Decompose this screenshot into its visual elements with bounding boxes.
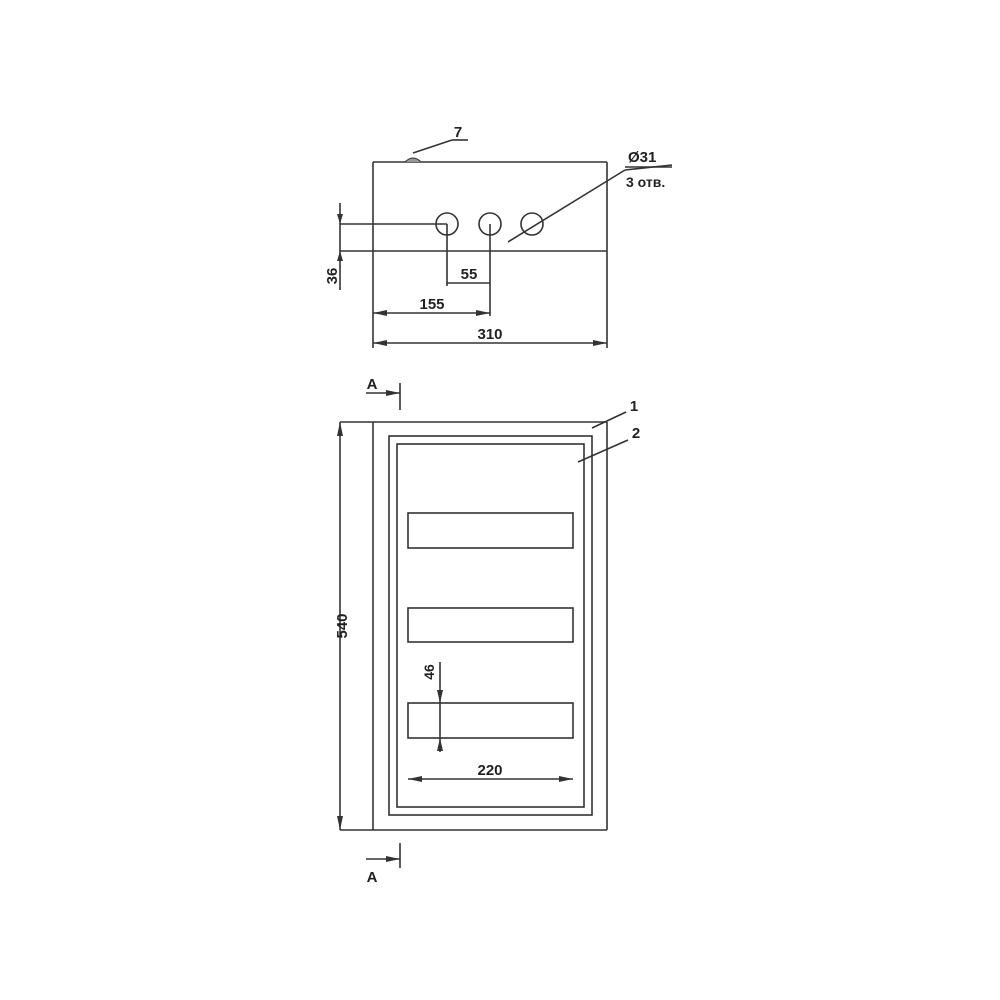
dim-36: 36 (324, 268, 341, 285)
module-row-2 (407, 607, 574, 643)
callout-1: 1 (630, 398, 638, 415)
section-marker-top: A (366, 376, 401, 410)
dim-46: 46 (421, 664, 437, 680)
section-marker-bottom: A (366, 843, 401, 886)
svg-text:A: A (367, 869, 378, 886)
callout-7: 7 (454, 124, 462, 141)
dim-155: 155 (419, 296, 444, 313)
front-view: 540 46 220 1 2 A A (334, 376, 640, 886)
hole-diameter-label: Ø31 (628, 149, 656, 166)
svg-text:A: A (367, 376, 378, 393)
dim-540: 540 (334, 613, 351, 638)
module-row-3 (407, 702, 574, 739)
hole (520, 212, 544, 236)
cable-gland-icon (404, 157, 422, 163)
module-row-1 (407, 512, 574, 549)
callout-2: 2 (632, 425, 640, 442)
dim-310: 310 (477, 326, 502, 343)
dim-55: 55 (461, 266, 478, 283)
door-frame (388, 435, 593, 816)
hole-count-label: 3 отв. (626, 174, 665, 190)
door-inner (396, 443, 585, 808)
dim-220: 220 (477, 762, 502, 779)
top-view: 7 Ø31 3 отв. 36 55 155 310 (324, 124, 673, 348)
